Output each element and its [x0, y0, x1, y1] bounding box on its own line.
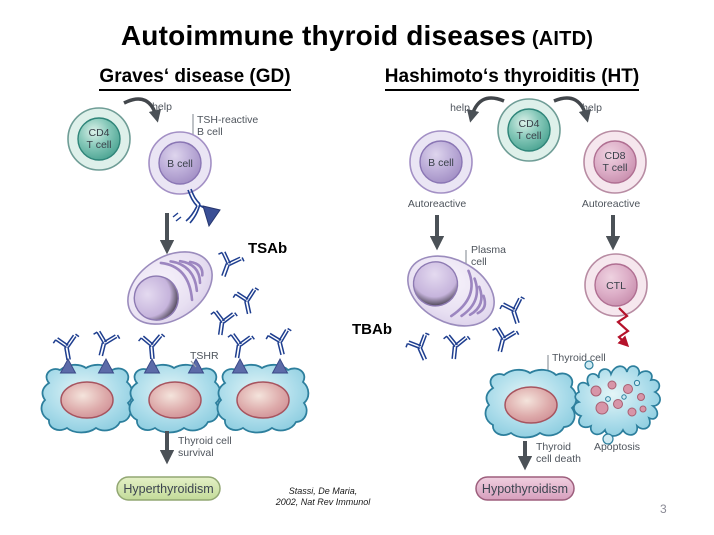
b-cell-ht-label: B cell: [428, 157, 454, 169]
gd-outcome-line2: survival: [178, 447, 214, 459]
plasma-cell-gd: [113, 235, 227, 341]
help-arrow-right: [553, 96, 592, 123]
tsab-antibodies: [207, 248, 264, 338]
thyroid-cell-2: [128, 363, 222, 434]
bound-antibodies-gd: [51, 327, 298, 363]
graves-panel: CD4 T cell help TSH-reactive B cell B ce…: [40, 97, 310, 501]
cd4-ht-label-line1: CD4: [518, 118, 539, 130]
tbab-label: TBAb: [352, 321, 392, 338]
page-number: 3: [660, 502, 667, 516]
hypothyroidism-label: Hypothyroidism: [482, 482, 568, 496]
thyroid-cell-1: [40, 363, 134, 434]
autoreactive-left-label: Autoreactive: [408, 198, 467, 210]
plasma-label-line1: Plasma: [471, 244, 506, 256]
slide-title-main: Autoimmune thyroid diseases: [120, 20, 527, 51]
cd8-label-line1: CD8: [604, 150, 625, 162]
slide-title-suffix: (AITD): [526, 28, 594, 50]
help-label-left: help: [450, 102, 470, 114]
help-arrow-left: [466, 96, 505, 123]
cd4-label-line2: T cell: [87, 139, 112, 151]
citation-line1: Stassi, De Maria,: [288, 486, 358, 496]
tsh-reactive-label-line2: B cell: [197, 126, 223, 138]
tshr-pointer-line: [190, 360, 197, 368]
citation-line2: 2002, Nat Rev Immunol: [275, 497, 371, 507]
hypothyroidism-box: Hypothyroidism: [475, 476, 575, 501]
b-cell-gd: B cell: [148, 131, 212, 195]
cd8-label-line2: T cell: [603, 162, 628, 174]
hyperthyroidism-box: Hyperthyroidism: [116, 476, 221, 501]
hashimoto-panel: CD4 T cell help help B cell CD8 T cell A…: [352, 96, 661, 501]
help-label-gd: help: [152, 101, 172, 113]
tsh-reactive-label-line1: TSH-reactive: [197, 114, 258, 126]
ht-outcome-line1: Thyroid: [536, 441, 571, 453]
cd8-tcell: CD8 T cell: [583, 130, 647, 194]
cd4-tcell-ht: CD4 T cell: [497, 98, 561, 162]
ctl-label: CTL: [606, 280, 626, 292]
help-label-right: help: [582, 102, 602, 114]
antigen-triangle: [202, 205, 221, 228]
ht-outcome-line2: cell death: [536, 453, 581, 465]
citation: Stassi, De Maria, 2002, Nat Rev Immunol: [258, 486, 388, 508]
apoptosis-zigzag-arrow: [616, 307, 630, 348]
apoptotic-cell: [573, 360, 661, 445]
hyperthyroidism-label: Hyperthyroidism: [123, 482, 213, 496]
slide-title: Autoimmune thyroid diseases (AITD): [0, 20, 714, 52]
cd4-label-line1: CD4: [88, 127, 109, 139]
cd4-tcell-gd: CD4 T cell: [67, 107, 131, 171]
plasma-label-line2: cell: [471, 256, 487, 268]
thyroid-cell-3: [216, 363, 310, 434]
help-arrow-gd: [123, 97, 162, 123]
ctl-cell: CTL: [584, 253, 648, 317]
tsab-label: TSAb: [248, 240, 287, 257]
cd4-ht-label-line2: T cell: [517, 130, 542, 142]
thyroid-cell-ht: [484, 368, 578, 439]
thyroid-cells-gd: [40, 363, 310, 434]
autoreactive-right-label: Autoreactive: [582, 198, 641, 210]
b-cell-ht: B cell: [409, 130, 473, 194]
thyroid-cell-label-ht: Thyroid cell: [552, 352, 606, 364]
apoptosis-label: Apoptosis: [594, 441, 640, 453]
b-cell-label-gd: B cell: [167, 158, 193, 170]
tshr-label: TSHR: [190, 350, 219, 362]
heading-hashimoto-text: Hashimoto‘s thyroiditis (HT): [384, 66, 640, 91]
heading-graves-text: Graves‘ disease (GD): [99, 66, 291, 91]
heading-graves: Graves‘ disease (GD): [60, 66, 330, 91]
plasma-cell-ht: [394, 240, 508, 342]
gd-outcome-line1: Thyroid cell: [178, 435, 232, 447]
heading-hashimoto: Hashimoto‘s thyroiditis (HT): [377, 66, 647, 91]
